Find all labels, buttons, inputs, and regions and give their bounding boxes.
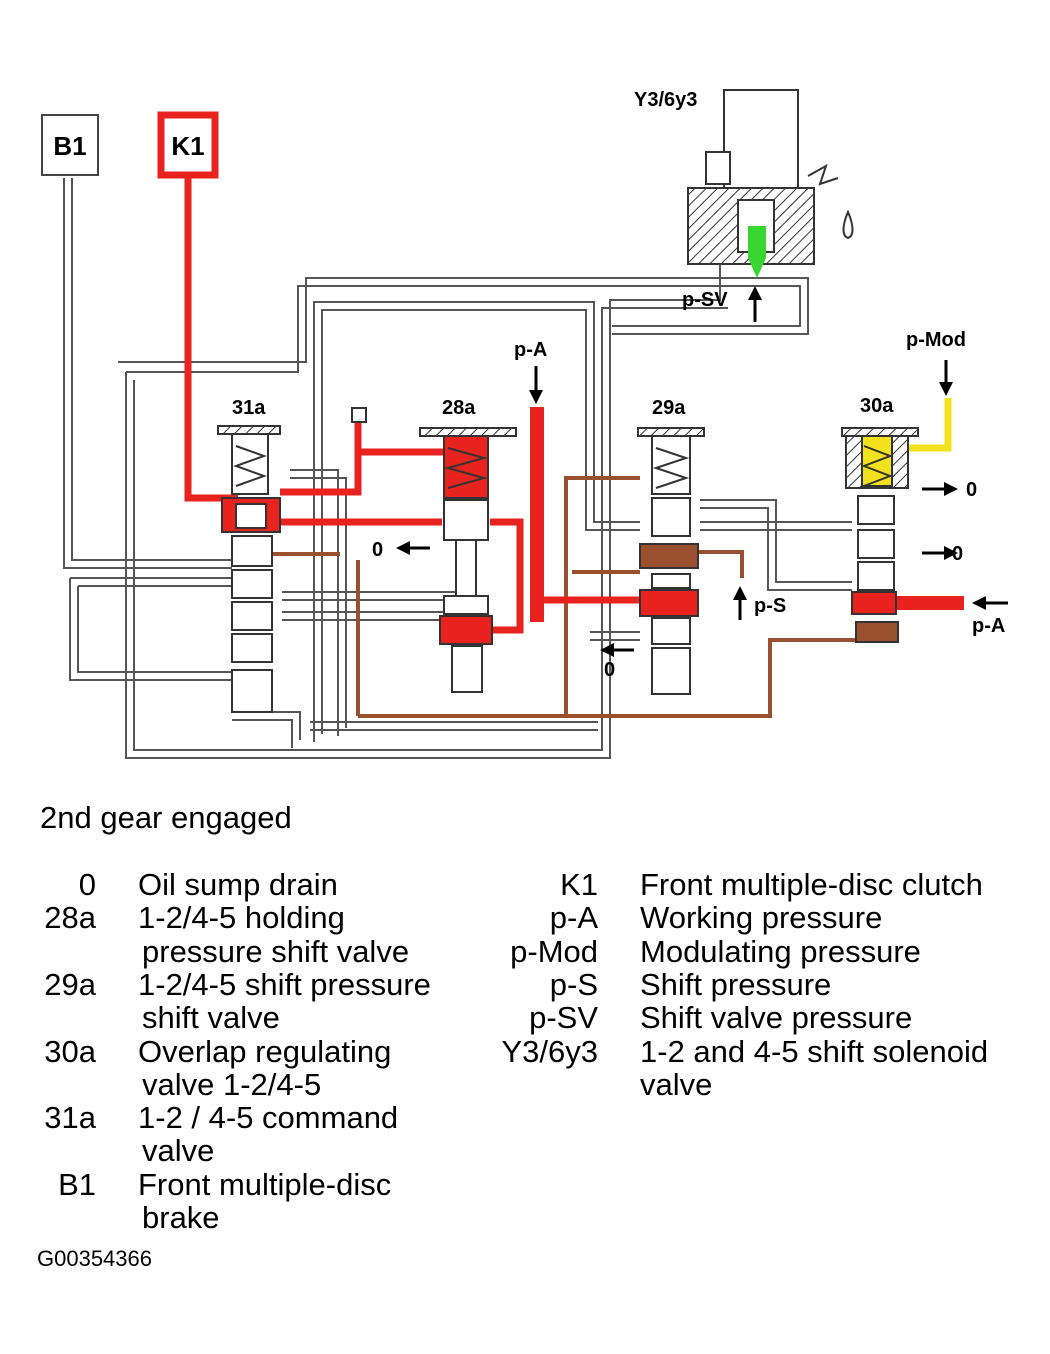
legend-code: 30a — [44, 1033, 96, 1069]
valve-29a — [637, 427, 705, 695]
legend-code: p-A — [549, 900, 598, 936]
legend-description: 1-2 / 4-5 command — [138, 1100, 399, 1136]
legend-description: 1-2/4-5 shift pressure — [138, 966, 431, 1002]
valve-31a-label: 31a — [232, 397, 266, 419]
legend-code: Y3/6y3 — [501, 1033, 598, 1069]
legend-description: brake — [142, 1200, 220, 1235]
legend-description: 1-2/4-5 holding — [138, 900, 345, 936]
legend-description: Front multiple-disc clutch — [640, 867, 983, 902]
shift-pressure-line — [270, 476, 856, 718]
solenoid-valve — [687, 89, 854, 278]
legend-description: Shift pressure — [640, 966, 832, 1002]
legend-description: Front multiple-disc — [138, 1166, 392, 1202]
flow-arrows — [396, 286, 1008, 657]
legend-description: valve — [142, 1133, 215, 1169]
legend-description: Modulating pressure — [640, 933, 921, 969]
legend-description: shift valve — [142, 1000, 280, 1036]
drain-label: 0 — [372, 539, 383, 561]
diagram-caption: 2nd gear engaged — [40, 800, 292, 835]
drain-label: 0 — [966, 479, 977, 501]
legend-description: Oil sump drain — [138, 867, 338, 902]
legend-code: p-Mod — [510, 933, 598, 969]
solenoid-label: Y3/6y3 — [634, 89, 697, 111]
legend-code: B1 — [58, 1166, 96, 1202]
legend-code: K1 — [560, 867, 598, 902]
legend-description: 1-2 and 4-5 shift solenoid — [640, 1033, 989, 1069]
drain-label: 0 — [604, 659, 615, 681]
b1-label: B1 — [53, 131, 86, 161]
legend-description: valve 1-2/4-5 — [142, 1066, 322, 1102]
legend-code: 28a — [44, 900, 96, 936]
p-a-top-label: p-A — [514, 339, 547, 361]
k1-label: K1 — [171, 131, 204, 161]
p-a-right-label: p-A — [972, 615, 1005, 637]
valve-30a — [841, 427, 919, 643]
valve-28a-label: 28a — [442, 397, 476, 419]
legend-description: Overlap regulating — [138, 1033, 392, 1069]
modulating-pressure-line — [900, 398, 952, 452]
legend-code: 31a — [44, 1100, 96, 1136]
legend-code: p-S — [549, 966, 598, 1002]
figure-id: G00354366 — [37, 1246, 152, 1271]
passage-lines — [63, 178, 852, 759]
valve-28a — [419, 427, 517, 693]
legend-description: Shift valve pressure — [640, 1000, 913, 1036]
b1-box: B1 — [41, 114, 99, 176]
legend-code: p-SV — [529, 1000, 598, 1036]
valve-29a-label: 29a — [652, 397, 686, 419]
p-a-inlet-line — [894, 596, 964, 610]
p-sv-label: p-SV — [682, 289, 728, 311]
plug-31a — [351, 407, 367, 423]
legend-description: Working pressure — [640, 900, 883, 936]
valve-31a — [217, 425, 281, 713]
legend-description: valve — [640, 1066, 713, 1102]
p-mod-label: p-Mod — [906, 329, 966, 351]
legend-code: 0 — [78, 867, 96, 902]
p-a-supply-channel — [530, 407, 544, 622]
valve-30a-label: 30a — [860, 395, 894, 417]
legend-description: pressure shift valve — [142, 933, 410, 969]
hydraulic-diagram: B1 K1 Y3/6y3 p-SV p-A p-Mod p-S p-A 31a … — [41, 89, 1008, 759]
p-s-label: p-S — [754, 595, 786, 617]
k1-box: K1 — [157, 111, 219, 179]
drain-label: 0 — [952, 543, 963, 565]
legend-code: 29a — [44, 966, 96, 1002]
